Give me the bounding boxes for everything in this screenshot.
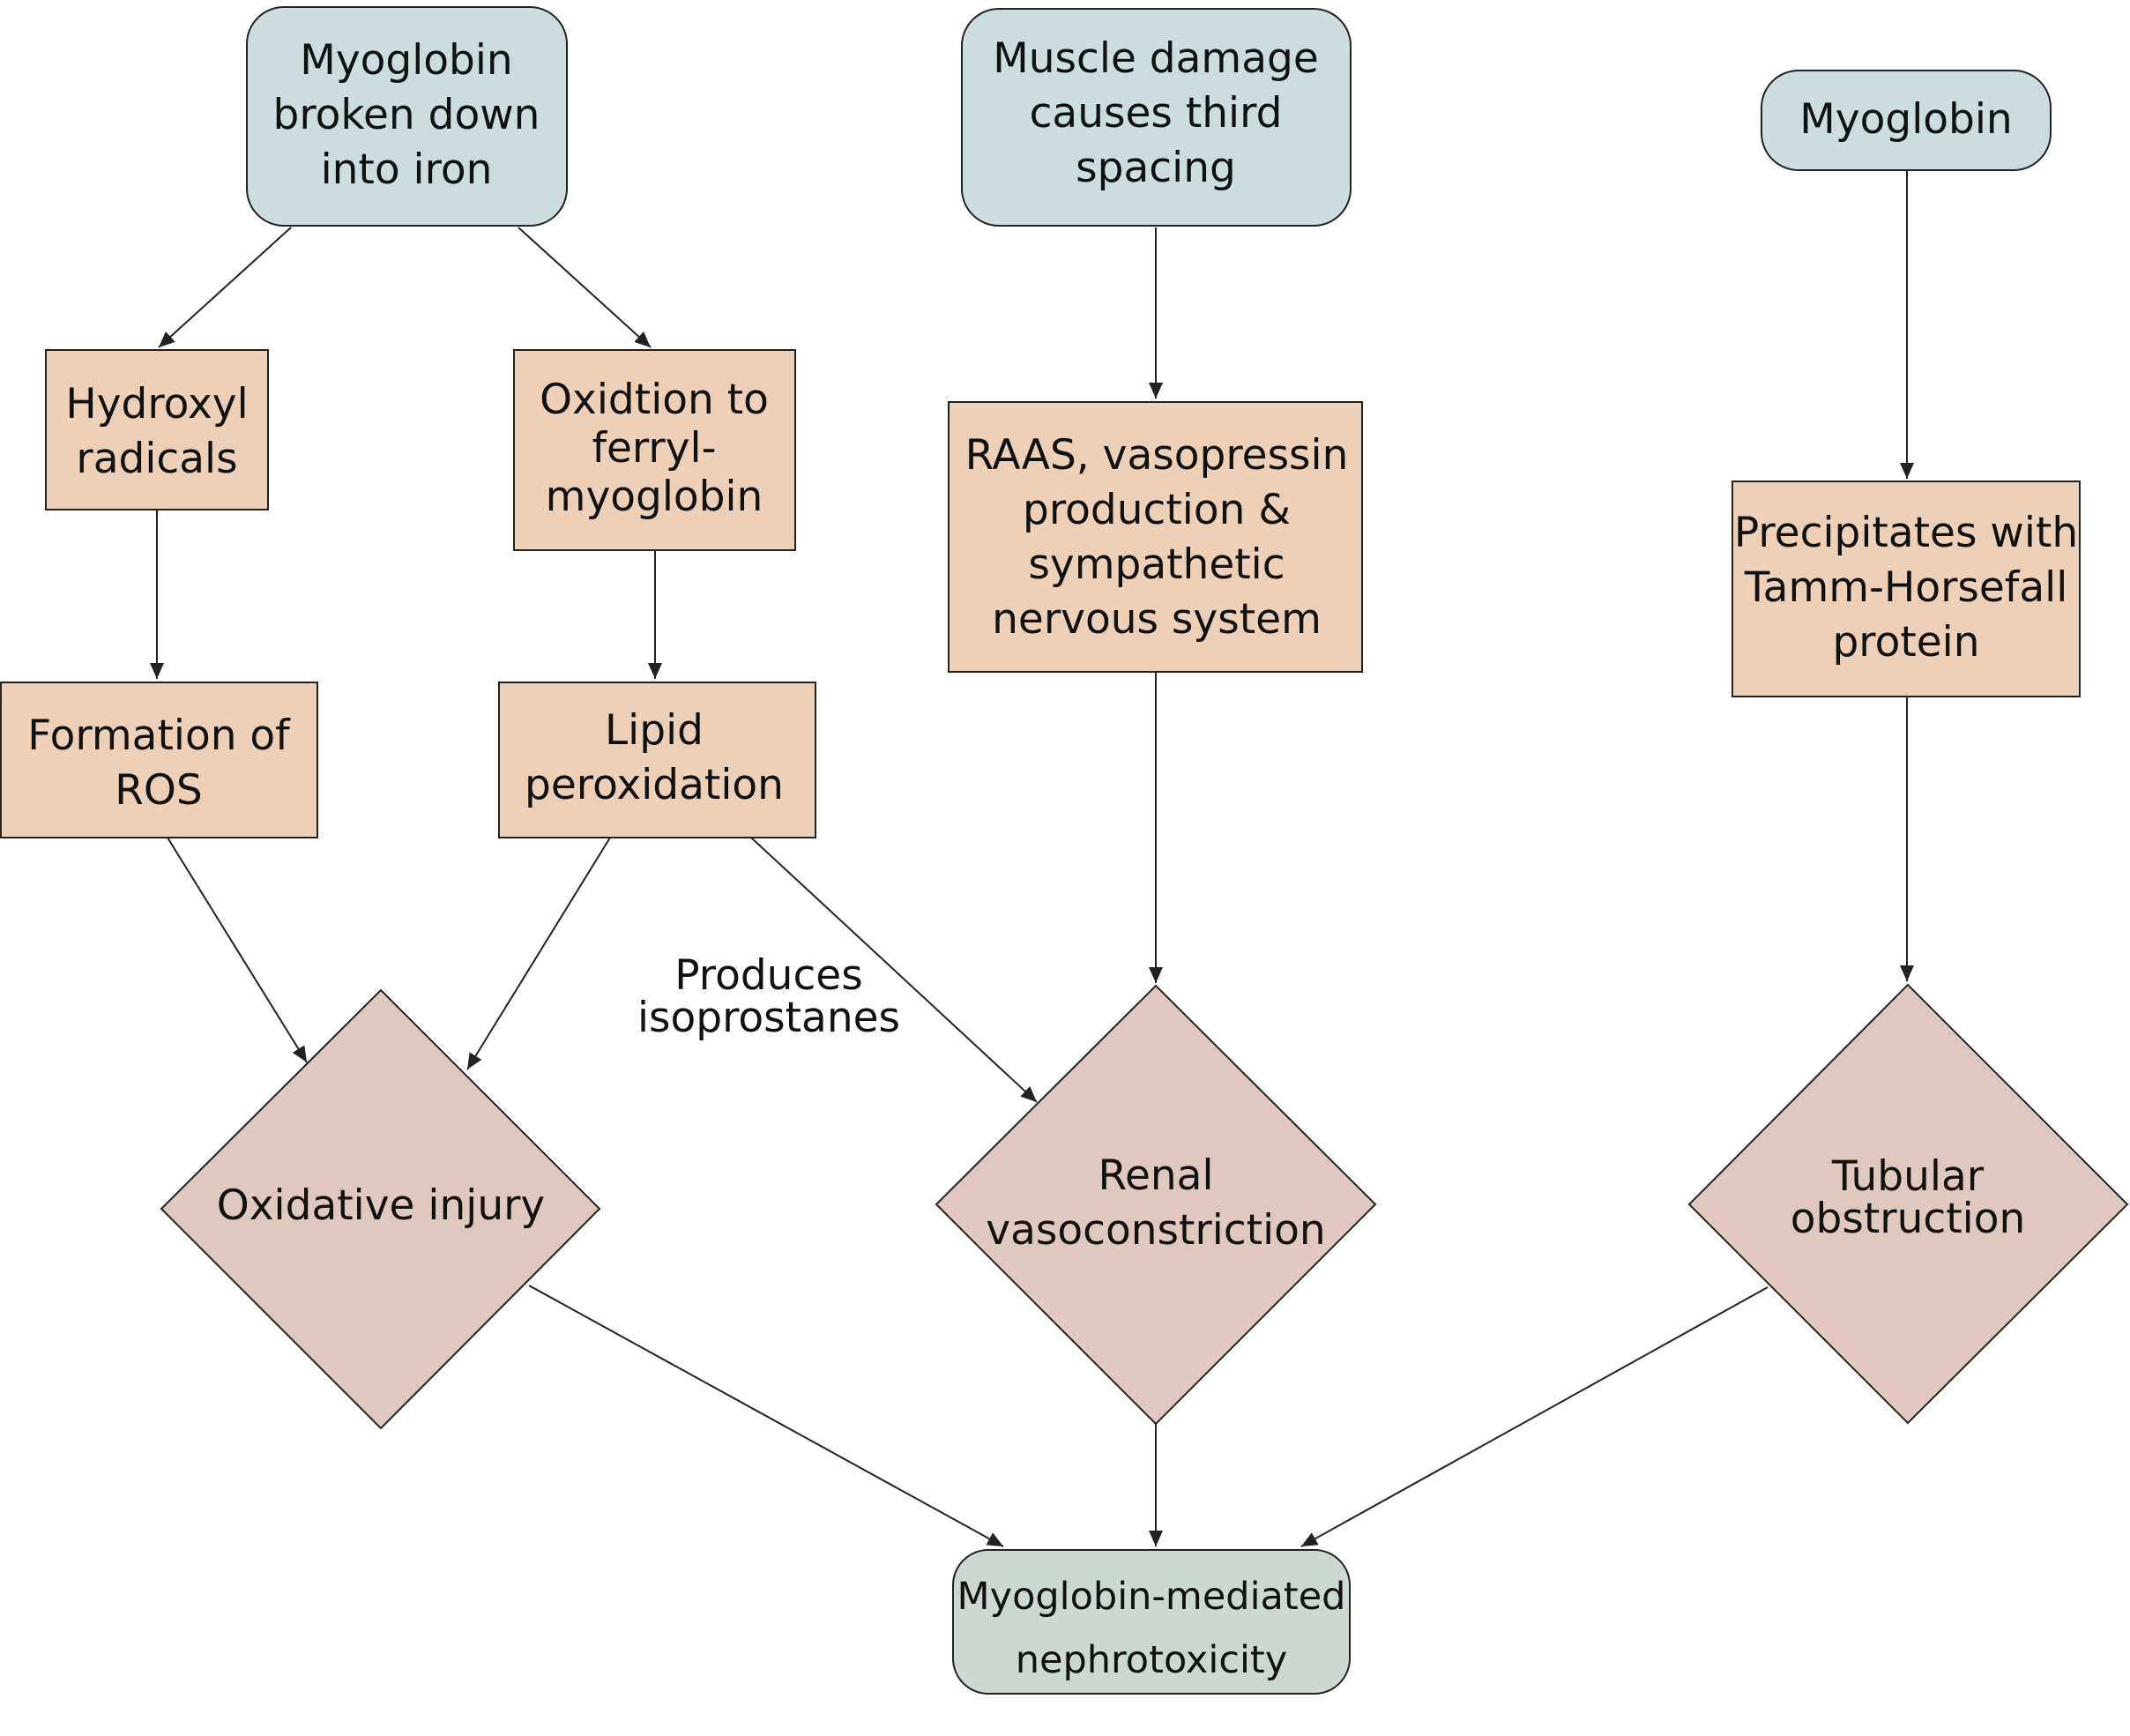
text-line: RAAS, vasopressin bbox=[965, 431, 1349, 480]
text-line: sympathetic bbox=[1028, 540, 1285, 589]
text-line: myoglobin bbox=[546, 473, 763, 521]
node-myoglobin-broken-down: Myoglobin broken down into iron bbox=[246, 6, 568, 227]
node-formation-of-ros: Formation of ROS bbox=[0, 682, 318, 838]
text-line: Oxidtion to bbox=[540, 376, 769, 424]
text-line: vasoconstriction bbox=[986, 1206, 1325, 1255]
text-line: ROS bbox=[115, 766, 203, 815]
text-line: isoprostanes bbox=[637, 994, 900, 1042]
text-line: Precipitates with bbox=[1734, 509, 2078, 557]
node-raas: RAAS, vasopressin production & sympathetic… bbox=[948, 401, 1363, 673]
text-line: Tamm-Horsefall bbox=[1744, 563, 2068, 612]
text-line: causes third bbox=[1030, 89, 1283, 138]
text-line: ferryl- bbox=[592, 424, 716, 473]
text-line: obstruction bbox=[1791, 1195, 2026, 1243]
text-line: spacing bbox=[1076, 144, 1236, 192]
text-line: Myoglobin bbox=[1799, 95, 2012, 144]
node-lipid-peroxidation: Lipid peroxidation bbox=[498, 682, 816, 838]
text-line: Myoglobin bbox=[300, 36, 512, 85]
text-line: broken down bbox=[273, 91, 540, 139]
text-line: radicals bbox=[76, 435, 237, 483]
edge-lipid-to-oxidative-injury bbox=[466, 837, 611, 1070]
text-line: Hydroxyl bbox=[65, 380, 248, 428]
text-line: protein bbox=[1832, 618, 1979, 667]
text-line: Lipid bbox=[605, 706, 704, 755]
edge-oxidative-injury-to-nephrotoxicity bbox=[528, 1285, 1004, 1547]
node-hydroxyl-radicals: Hydroxyl radicals bbox=[45, 349, 269, 510]
text-line: production & bbox=[1023, 486, 1291, 534]
edges bbox=[150, 170, 1914, 1547]
text-line: Tubular bbox=[1831, 1152, 1985, 1201]
text-line: Myoglobin-mediated bbox=[957, 1575, 1346, 1619]
svg-text:Myoglobin: Myoglobin bbox=[1799, 95, 2012, 144]
text-line: Renal bbox=[1098, 1151, 1213, 1200]
edge-ros-to-oxidative-injury bbox=[167, 837, 308, 1063]
svg-text:Oxidative injury: Oxidative injury bbox=[217, 1181, 546, 1230]
text-line: Muscle damage bbox=[993, 34, 1319, 83]
node-oxidative-injury: Oxidative injury bbox=[160, 988, 601, 1430]
text-line: nervous system bbox=[992, 595, 1322, 644]
text-line: nephrotoxicity bbox=[1016, 1638, 1287, 1682]
text-line: Formation of bbox=[27, 712, 291, 760]
text-line: peroxidation bbox=[525, 761, 784, 809]
edge-iron-to-hydroxyl bbox=[158, 227, 292, 348]
edge-lipid-to-renal-vasoconstriction bbox=[750, 837, 1038, 1103]
text-line: into iron bbox=[321, 145, 493, 194]
node-muscle-damage: Muscle damage causes third spacing bbox=[961, 8, 1352, 227]
text-line: Produces bbox=[674, 951, 862, 1000]
text-line: Oxidative injury bbox=[217, 1181, 546, 1230]
node-myoglobin: Myoglobin bbox=[1761, 70, 2052, 171]
edge-iron-to-oxidation bbox=[518, 227, 652, 348]
edge-tubular-to-nephrotoxicity bbox=[1300, 1286, 1769, 1547]
node-renal-vasoconstriction: Renal vasoconstriction bbox=[935, 984, 1377, 1426]
node-myoglobin-mediated-nephrotoxicity: Myoglobin-mediated nephrotoxicity bbox=[952, 1549, 1351, 1695]
